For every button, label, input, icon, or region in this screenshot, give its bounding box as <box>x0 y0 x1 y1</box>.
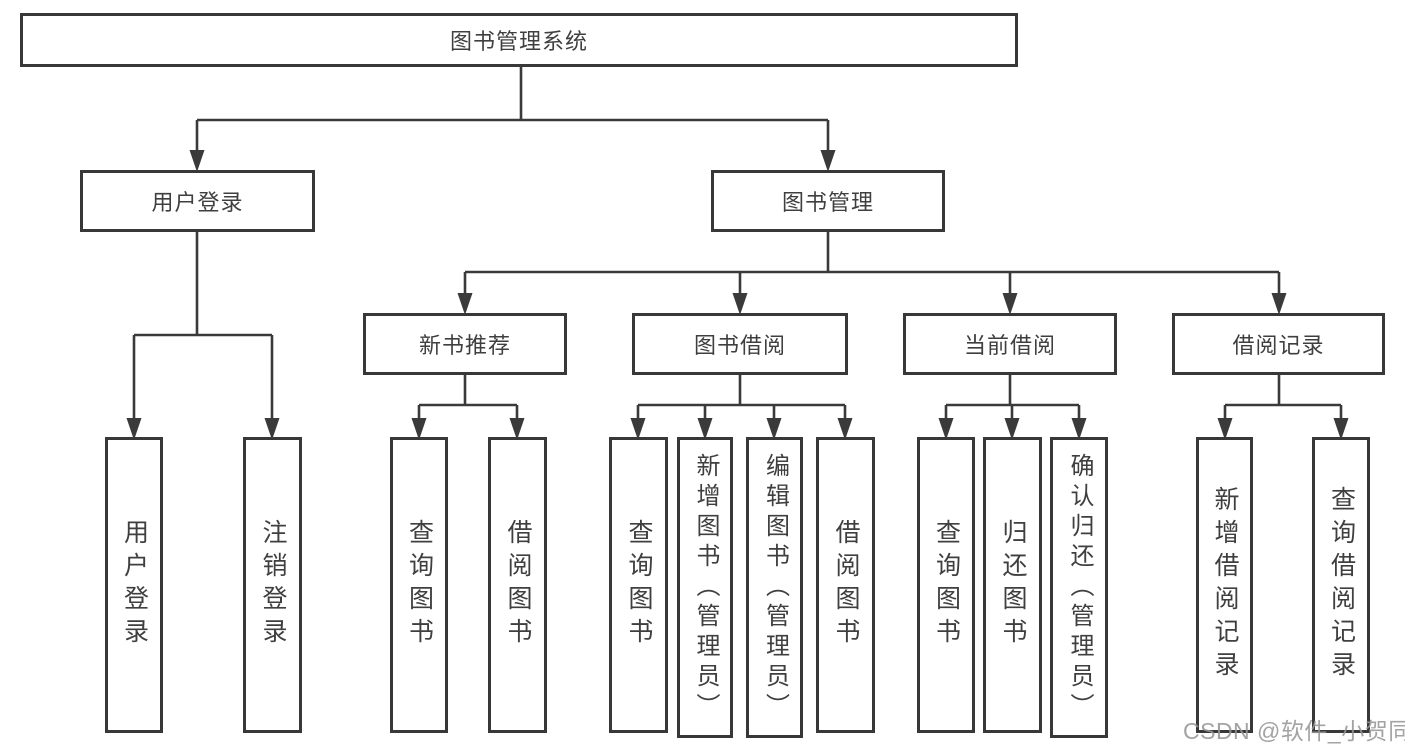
node-label: 编辑图书（管理员） <box>761 452 789 723</box>
leaf-query-books-borrowing: 查询图书 <box>609 437 668 733</box>
leaf-query-borrow-record: 查询借阅记录 <box>1312 437 1370 733</box>
leaf-edit-books-admin: 编辑图书（管理员） <box>746 437 803 738</box>
node-label: 新增图书（管理员） <box>692 452 719 723</box>
connector-root-to-level2 <box>195 67 830 153</box>
node-label: 当前借阅 <box>963 333 1056 358</box>
node-label: 借阅记录 <box>1232 333 1325 358</box>
leaf-query-books-recommend: 查询图书 <box>390 437 448 733</box>
connector-user-login-to-leaves <box>132 232 274 421</box>
node-book-management: 图书管理 <box>711 170 945 232</box>
node-label: 注销登录 <box>259 519 287 651</box>
arrowheads <box>126 150 1349 440</box>
node-label: 确认归还（管理员） <box>1066 452 1093 723</box>
leaf-query-books-current: 查询图书 <box>917 437 975 733</box>
arrow-down-icon <box>1333 418 1349 440</box>
node-label: 借阅图书 <box>832 519 860 651</box>
arrow-down-icon <box>766 418 782 440</box>
node-new-book-recommendation: 新书推荐 <box>363 313 567 375</box>
leaf-return-books: 归还图书 <box>983 437 1042 733</box>
arrow-down-icon <box>697 418 713 440</box>
watermark: CSDN @软件_小贺同学 <box>1183 718 1405 744</box>
node-label: 用户登录 <box>151 190 244 215</box>
node-label: 借阅图书 <box>504 519 532 651</box>
node-borrowing-records: 借阅记录 <box>1172 313 1385 375</box>
node-label: 用户登录 <box>120 519 149 651</box>
arrow-down-icon <box>264 418 280 440</box>
leaf-add-books-admin: 新增图书（管理员） <box>677 437 733 738</box>
leaf-borrow-books-borrowing: 借阅图书 <box>816 437 875 733</box>
node-label: 查询图书 <box>405 519 434 651</box>
node-label: 图书管理系统 <box>449 29 588 54</box>
connector-current-borrowing-to-leaves <box>944 375 1081 421</box>
arrow-down-icon <box>411 418 427 440</box>
arrow-down-icon <box>732 293 748 315</box>
node-label: 图书管理 <box>781 190 874 215</box>
arrow-down-icon <box>820 150 836 172</box>
node-label: 归还图书 <box>999 519 1027 651</box>
connector-borrowing-records-to-leaves <box>1223 375 1343 421</box>
node-label: 查询图书 <box>625 519 653 651</box>
connector-book-management-to-level3 <box>463 232 1281 296</box>
node-label: 查询图书 <box>932 519 961 651</box>
arrow-down-icon <box>837 418 853 440</box>
leaf-confirm-return-admin: 确认归还（管理员） <box>1050 437 1108 738</box>
node-library-system: 图书管理系统 <box>20 13 1018 67</box>
leaf-logout: 注销登录 <box>243 437 302 733</box>
node-user-login: 用户登录 <box>80 170 315 232</box>
connector-new-book-recommendation-to-leaves <box>417 375 519 421</box>
arrow-down-icon <box>630 418 646 440</box>
leaf-borrow-books-recommend: 借阅图书 <box>488 437 547 733</box>
leaf-user-login: 用户登录 <box>105 437 163 733</box>
arrow-down-icon <box>126 418 142 440</box>
arrow-down-icon <box>1271 293 1287 315</box>
arrow-down-icon <box>1002 293 1018 315</box>
arrow-down-icon <box>509 418 525 440</box>
node-label: 新增借阅记录 <box>1211 486 1239 684</box>
node-label: 图书借阅 <box>693 333 786 358</box>
arrow-down-icon <box>1071 418 1087 440</box>
node-label: 新书推荐 <box>418 333 511 358</box>
arrow-down-icon <box>457 293 473 315</box>
leaf-add-borrow-record: 新增借阅记录 <box>1196 437 1253 733</box>
arrow-down-icon <box>1217 418 1233 440</box>
node-current-borrowing: 当前借阅 <box>903 313 1117 375</box>
arrow-down-icon <box>1004 418 1020 440</box>
connector-book-borrowing-to-leaves <box>636 375 847 421</box>
node-book-borrowing: 图书借阅 <box>632 313 848 375</box>
arrow-down-icon <box>189 150 205 172</box>
arrow-down-icon <box>938 418 954 440</box>
node-label: 查询借阅记录 <box>1327 486 1356 684</box>
